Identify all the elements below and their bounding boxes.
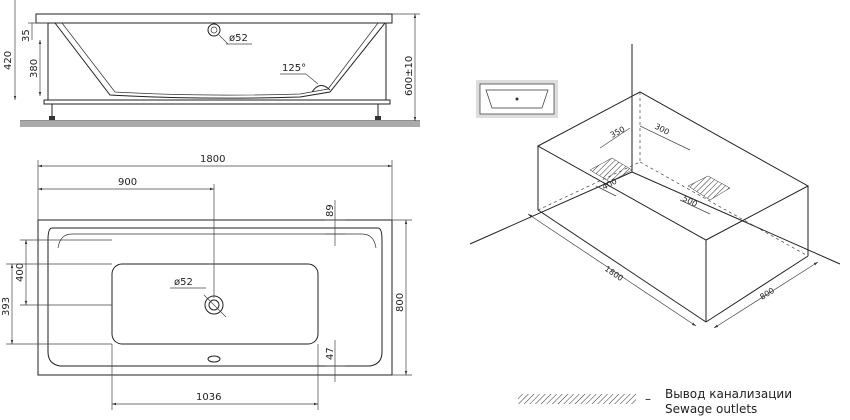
- legend-hatch-swatch: [518, 394, 636, 404]
- thumbnail: [476, 80, 558, 118]
- dim-35-label: 35: [21, 29, 32, 42]
- iso-dim-500-label: 500: [681, 194, 699, 209]
- side-view: ø52 125° 420 35 380 600±10: [3, 0, 420, 127]
- legend: – Вывод канализации Sewage outlets: [518, 387, 792, 416]
- dim-47-label: 47: [325, 347, 336, 360]
- iso-dim-800-label: 800: [758, 286, 776, 302]
- thumbnail-drain: [515, 97, 519, 101]
- dim-393-label: 393: [1, 297, 12, 316]
- iso-dim-350-label: 350: [609, 125, 627, 140]
- dim-89-label: 89: [325, 204, 336, 217]
- dim-1036-label: 1036: [196, 392, 221, 403]
- overflow-circle: [207, 23, 221, 37]
- foot-2: [375, 116, 381, 120]
- dim-800-label: 800: [395, 293, 406, 312]
- overflow-label: ø52: [229, 33, 248, 44]
- basin: [111, 263, 319, 345]
- tub-inner: [61, 22, 379, 96]
- dim-400-label: 400: [15, 263, 26, 282]
- floor-hatch: [20, 121, 420, 127]
- iso-dim-1800-label: 1800: [603, 264, 625, 283]
- tub-outline: [37, 219, 393, 376]
- tub-body: [54, 22, 386, 99]
- iso-dim-300-label: 300: [653, 122, 671, 137]
- angle-label: 125°: [282, 63, 306, 74]
- tub-rim: [35, 13, 393, 24]
- legend-label-ru: Вывод канализации: [665, 387, 792, 401]
- wall-floor-right: [631, 171, 841, 265]
- foot-1: [49, 116, 55, 120]
- dim-380-label: 380: [29, 59, 40, 78]
- outlet-2: [687, 175, 731, 201]
- drain-label: ø52: [174, 277, 193, 288]
- box-top: [536, 91, 810, 241]
- dim-900-label: 900: [118, 177, 137, 188]
- overflow-leader: [218, 34, 229, 45]
- legend-label-en: Sewage outlets: [665, 402, 757, 416]
- frame-base: [43, 99, 391, 105]
- top-view: ø52 1800 900 89 47 800 400: [1, 154, 412, 410]
- dim-420-label: 420: [3, 51, 14, 70]
- tub-inner-outline: [47, 227, 383, 367]
- legend-dash: –: [645, 392, 651, 406]
- iso-dim-1800-line: [527, 213, 697, 327]
- dim-1800-label: 1800: [200, 154, 225, 165]
- thumbnail-tub: [479, 83, 555, 115]
- outlet-1: [589, 157, 633, 183]
- iso-dim-800-line: [713, 261, 819, 329]
- drain-inner: [208, 299, 220, 311]
- bottom-hole: [207, 355, 221, 363]
- angle-arc: [311, 85, 331, 93]
- headrest: [57, 233, 377, 249]
- dim-600-label: 600±10: [404, 56, 415, 96]
- overflow-inner: [210, 26, 218, 34]
